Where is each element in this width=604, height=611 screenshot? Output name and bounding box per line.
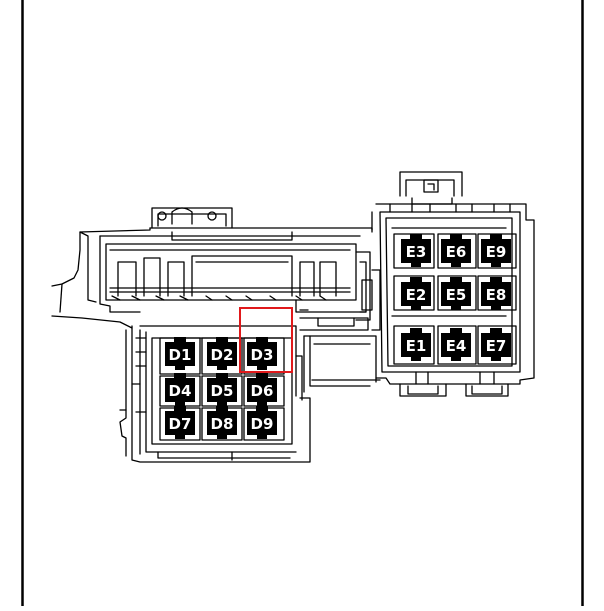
connector-latch bbox=[490, 328, 502, 334]
connector-latch bbox=[450, 234, 462, 240]
connector-label: E8 bbox=[486, 286, 507, 304]
connector-label: E2 bbox=[406, 286, 427, 304]
connector-label: D4 bbox=[169, 382, 192, 400]
connector-key bbox=[217, 434, 227, 439]
connector-key bbox=[257, 401, 267, 406]
connector-key bbox=[491, 262, 501, 267]
connector-body bbox=[481, 282, 511, 306]
connector-body bbox=[441, 333, 471, 357]
connector-e7: E7 bbox=[481, 328, 511, 361]
connector-key bbox=[451, 356, 461, 361]
connector-label: D6 bbox=[251, 382, 274, 400]
connector-body bbox=[165, 378, 195, 402]
connector-label: E3 bbox=[406, 243, 427, 261]
connector-latch bbox=[490, 277, 502, 283]
connector-latch bbox=[174, 337, 186, 343]
connector-latch bbox=[256, 373, 268, 379]
connector-label: D2 bbox=[211, 346, 234, 364]
connector-key bbox=[451, 262, 461, 267]
connector-key bbox=[411, 356, 421, 361]
d-connector-block bbox=[119, 309, 311, 463]
connector-label: D9 bbox=[251, 415, 274, 433]
connector-label: E5 bbox=[446, 286, 467, 304]
connector-body bbox=[401, 282, 431, 306]
connector-body bbox=[481, 333, 511, 357]
connector-e6: E6 bbox=[441, 234, 471, 267]
connector-key bbox=[491, 305, 501, 310]
connector-label: D8 bbox=[211, 415, 234, 433]
connector-body bbox=[441, 239, 471, 263]
connector-latch bbox=[410, 277, 422, 283]
e-connector-block bbox=[371, 171, 535, 397]
connector-body bbox=[247, 342, 277, 366]
connector-body bbox=[207, 378, 237, 402]
connector-d2: D2 bbox=[207, 337, 237, 370]
connector-body bbox=[207, 411, 237, 435]
connector-e8: E8 bbox=[481, 277, 511, 310]
connector-latch bbox=[410, 328, 422, 334]
connector-body bbox=[165, 411, 195, 435]
connector-label: D1 bbox=[169, 346, 192, 364]
connector-d9: D9 bbox=[247, 406, 277, 439]
connector-d5: D5 bbox=[207, 373, 237, 406]
connector-e9: E9 bbox=[481, 234, 511, 267]
connector-key bbox=[217, 365, 227, 370]
connector-e1: E1 bbox=[401, 328, 431, 361]
highlight-box bbox=[239, 307, 293, 373]
connector-d7: D7 bbox=[165, 406, 195, 439]
housing-body bbox=[51, 207, 381, 393]
connector-label: E1 bbox=[406, 337, 427, 355]
connector-latch bbox=[490, 234, 502, 240]
connector-d4: D4 bbox=[165, 373, 195, 406]
connector-e3: E3 bbox=[401, 234, 431, 267]
connector-d1: D1 bbox=[165, 337, 195, 370]
connector-latch bbox=[256, 406, 268, 412]
connector-key bbox=[491, 356, 501, 361]
connector-latch bbox=[174, 406, 186, 412]
connector-body bbox=[401, 333, 431, 357]
connector-e2: E2 bbox=[401, 277, 431, 310]
connector-e5: E5 bbox=[441, 277, 471, 310]
connector-key bbox=[451, 305, 461, 310]
connector-latch bbox=[256, 337, 268, 343]
connector-key bbox=[175, 365, 185, 370]
connector-key bbox=[257, 434, 267, 439]
connector-label: D3 bbox=[251, 346, 274, 364]
connector-key bbox=[175, 434, 185, 439]
connector-body bbox=[481, 239, 511, 263]
connector-latch bbox=[174, 373, 186, 379]
connector-label: D7 bbox=[169, 415, 192, 433]
connector-e4: E4 bbox=[441, 328, 471, 361]
connector-latch bbox=[216, 373, 228, 379]
connector-latch bbox=[450, 328, 462, 334]
connector-latch bbox=[450, 277, 462, 283]
connector-key bbox=[217, 401, 227, 406]
connector-body bbox=[247, 378, 277, 402]
connector-key bbox=[411, 305, 421, 310]
connector-latch bbox=[216, 337, 228, 343]
connector-body bbox=[441, 282, 471, 306]
connector-body bbox=[401, 239, 431, 263]
connector-body bbox=[247, 411, 277, 435]
connector-latch bbox=[216, 406, 228, 412]
connector-label: E4 bbox=[446, 337, 467, 355]
connector-label: D5 bbox=[211, 382, 234, 400]
connector-label: E9 bbox=[486, 243, 507, 261]
connector-latch bbox=[410, 234, 422, 240]
connector-d3: D3 bbox=[247, 337, 277, 370]
connector-body bbox=[165, 342, 195, 366]
connector-label: E7 bbox=[486, 337, 507, 355]
connector-key bbox=[411, 262, 421, 267]
connector-d6: D6 bbox=[247, 373, 277, 406]
connector-key bbox=[175, 401, 185, 406]
connector-label: E6 bbox=[446, 243, 467, 261]
connector-body bbox=[207, 342, 237, 366]
connector-key bbox=[257, 365, 267, 370]
connector-d8: D8 bbox=[207, 406, 237, 439]
